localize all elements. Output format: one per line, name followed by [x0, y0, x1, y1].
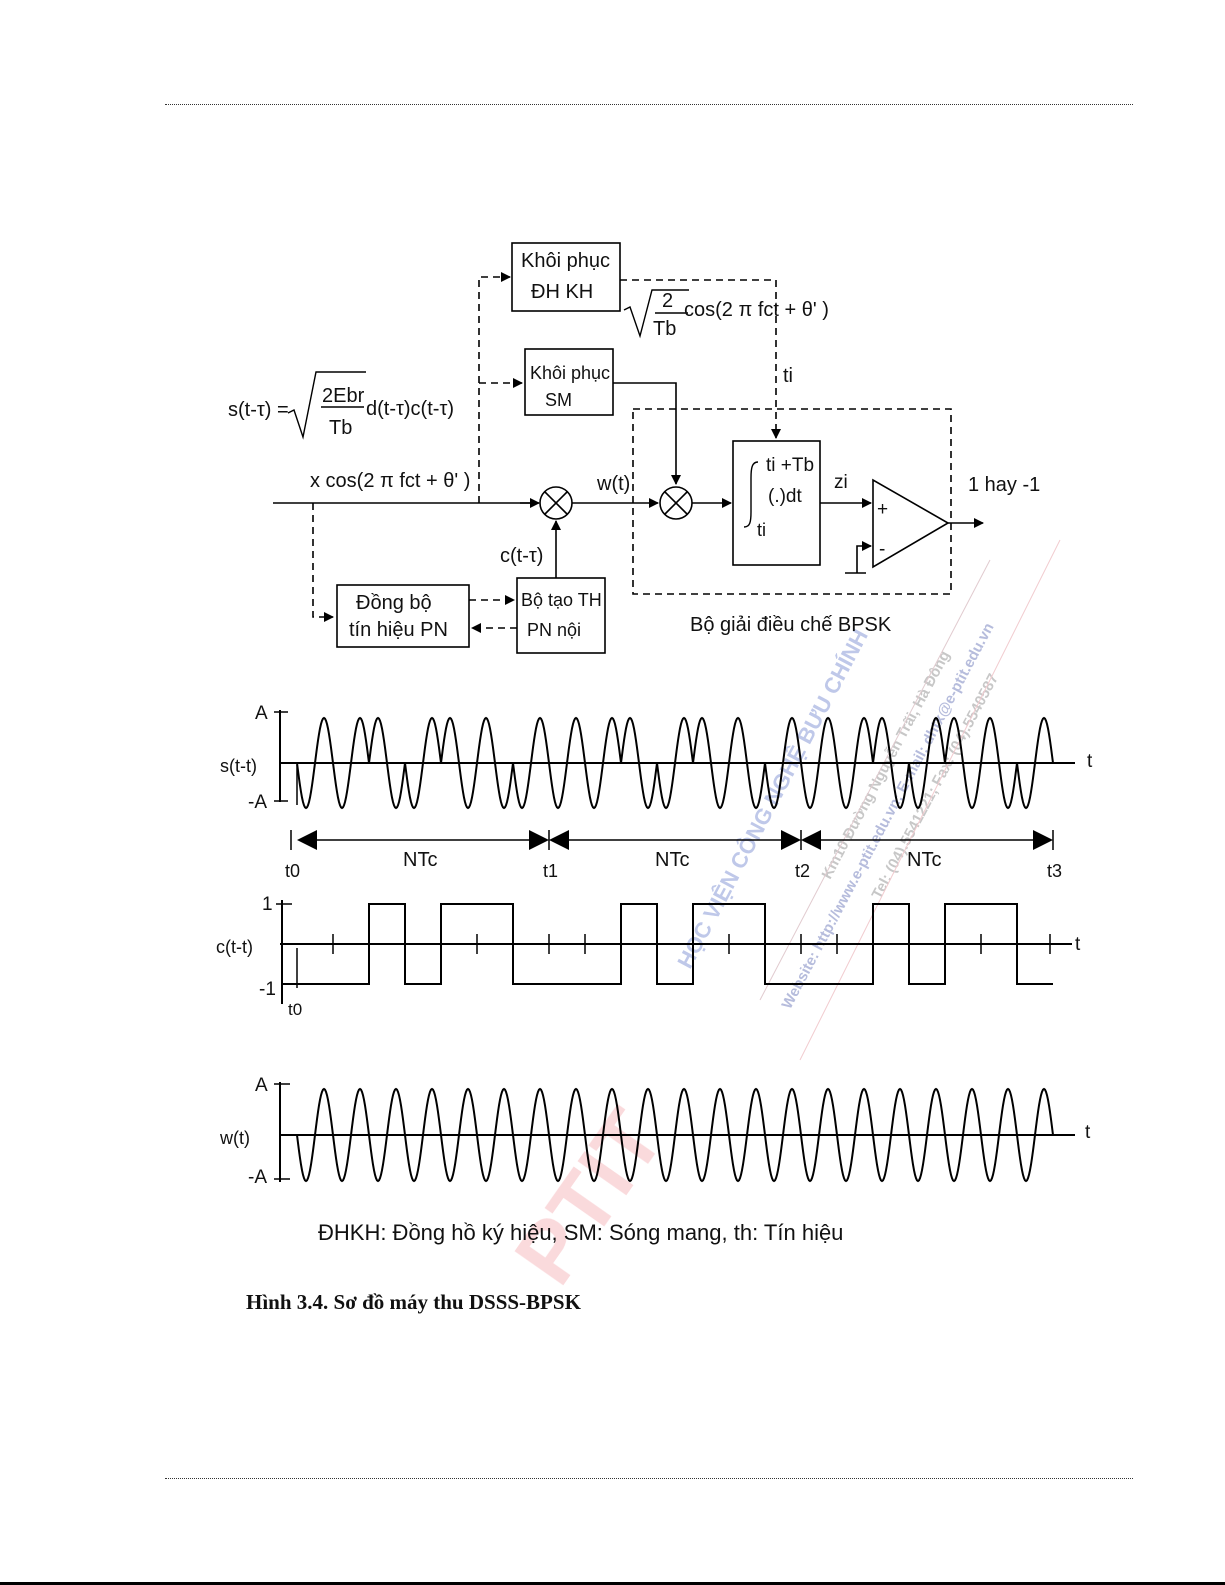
integrator-lower-limit: ti [757, 520, 766, 540]
pn-generator-block [516, 577, 606, 654]
bit-marker-t3: t3 [1047, 861, 1062, 881]
figure-caption: Hình 3.4. Sơ đồ máy thu DSSS-BPSK [246, 1290, 582, 1314]
interval-arrowhead-left [297, 830, 317, 850]
demodulator-label: Bộ giải điều chế BPSK [690, 614, 892, 636]
w-waveform [296, 1087, 1054, 1183]
comparator [872, 478, 950, 569]
carrier-ref-line [613, 382, 681, 485]
waveform-labels: s(t-t) A -A t c(t-t) 1 -1 t0 t w(t) A -A… [216, 703, 1093, 1188]
block-diagram [273, 242, 984, 654]
comparator-minus: - [879, 539, 885, 560]
mixer-1 [539, 486, 573, 520]
received-signal-rhs: d(t-τ)c(t-τ) [366, 398, 454, 420]
w-ytick-neg: -A [248, 1167, 267, 1188]
carrier-recovery-block [524, 348, 614, 416]
received-sqrt-num: 2Ebr [322, 385, 365, 407]
s-ytick-neg: -A [248, 792, 267, 813]
s-ytick-pos: A [255, 703, 268, 724]
watermark-stroke [799, 539, 1061, 1061]
sync-tap-line [312, 503, 334, 622]
w-xlabel: t [1085, 1122, 1091, 1143]
bit-marker-t0: t0 [285, 861, 300, 881]
interval-arrowhead-right [1033, 830, 1053, 850]
clock-recovery-label-2: ĐH KH [531, 281, 593, 303]
c-waveform [282, 903, 1053, 985]
received-carrier-label: x cos(2 π fct + θ' ) [310, 470, 470, 492]
footer-rule [165, 1478, 1133, 1479]
s-waveform [296, 716, 1054, 810]
comparator-plus: + [877, 499, 888, 520]
wt-label: w(t) [596, 473, 630, 495]
carrier-recovery-label-1: Khôi phục [530, 363, 610, 383]
received-signal-lhs: s(t-τ) = [228, 399, 289, 421]
clock-recovery-label-1: Khôi phục [521, 250, 610, 272]
ref-carrier-label: cos(2 π fct + θ' ) [684, 299, 829, 321]
interval-label-ntc: NTc [403, 849, 437, 871]
ref-sqrt-num: 2 [662, 290, 673, 312]
integrator-upper-limit: ti +Tb [766, 455, 814, 476]
integrator-integrand: (.)dt [768, 486, 803, 507]
interval-label-ntc: NTc [655, 849, 689, 871]
recovery-feed-line [478, 272, 511, 503]
diagram-labels: Khôi phục ĐH KH Khôi phục SM s(t-τ) = 2E… [228, 250, 1040, 641]
s-xlabel: t [1087, 751, 1093, 772]
header-rule [165, 104, 1133, 105]
c-xlabel: t [1075, 934, 1081, 955]
watermark-logo-text: PTIT [497, 1093, 683, 1301]
watermark-stroke [759, 559, 991, 1001]
c-origin-label: t0 [288, 1000, 302, 1019]
pn-code-label: c(t-τ) [500, 545, 543, 567]
pn-sync-label-1: Đồng bộ [356, 592, 432, 614]
w-ylabel: w(t) [219, 1128, 250, 1148]
sqrt-sign-ref [623, 289, 689, 339]
c-ylabel: c(t-t) [216, 937, 253, 957]
c-ytick-neg: -1 [259, 979, 276, 1000]
timing-label: ti [783, 365, 793, 387]
sqrt-sign-received [287, 371, 366, 440]
watermark: HỌC VIỆN CÔNG NGHỆ BƯU CHÍNH Website: ht… [497, 539, 1061, 1301]
integral-sign [743, 461, 759, 528]
pn-generator-label-1: Bộ tạo TH [521, 590, 602, 610]
s-ylabel: s(t-t) [220, 756, 257, 776]
pn-generator-label-2: PN nội [527, 620, 581, 640]
interval-arrowhead-left [549, 830, 569, 850]
interval-arrowhead-left [801, 830, 821, 850]
w-ytick-pos: A [255, 1075, 268, 1096]
clock-recovery-block [511, 242, 621, 312]
carrier-recovery-label-2: SM [545, 390, 572, 410]
bpsk-demodulator-boundary [632, 408, 952, 595]
ground-ref-line [856, 541, 872, 573]
waveform-plots: t0 t1 t2 t3 NTc NTc NTc [274, 710, 1075, 1183]
bit-marker-t2: t2 [795, 861, 810, 881]
interval-arrowhead-right [781, 830, 801, 850]
pn-sync-label-2: tín hiệu PN [349, 619, 448, 641]
interval-arrowhead-right [529, 830, 549, 850]
timing-line [620, 279, 781, 439]
abbreviation-note: ĐHKH: Đồng hồ ký hiệu, SM: Sóng mang, th… [318, 1220, 843, 1245]
pn-sync-block [336, 584, 470, 648]
page-border [0, 1582, 1225, 1585]
output-label: 1 hay -1 [968, 474, 1040, 496]
watermark-logo: PTIT [497, 1093, 683, 1301]
interval-label-ntc: NTc [907, 849, 941, 871]
decision-variable-label: zi [834, 472, 848, 493]
ref-sqrt-den: Tb [653, 318, 676, 340]
bit-marker-t1: t1 [543, 861, 558, 881]
mixer-2 [659, 486, 693, 520]
received-sqrt-den: Tb [329, 417, 352, 439]
c-ytick-pos: 1 [262, 894, 273, 915]
watermark-line4: Website: http://www.e-ptit.edu.vn; E-mai… [779, 620, 998, 1012]
